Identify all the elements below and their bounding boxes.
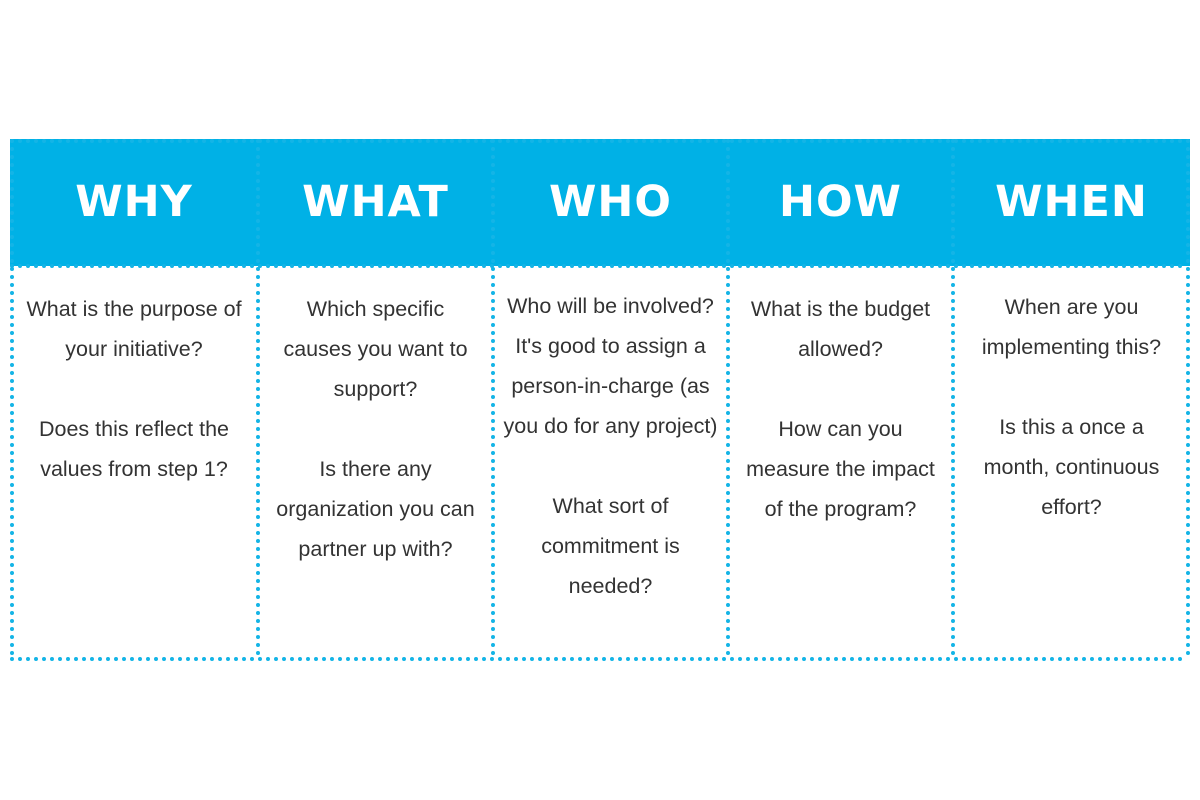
column-body: Who will be involved? It's good to assig… [499, 286, 722, 606]
column-body: What is the budget allowed? How can you … [736, 289, 945, 529]
column-who: WHO Who will be involved? It's good to a… [493, 139, 728, 661]
column-title: WHY [75, 177, 193, 227]
planning-table: WHY What is the purpose of your initiati… [10, 139, 1190, 661]
header-band [10, 139, 1190, 266]
column-body: Which specific causes you want to suppor… [272, 289, 479, 569]
question-text: Is there any organization you can partne… [276, 457, 475, 561]
column-title: WHO [549, 177, 672, 227]
column-title: WHEN [995, 177, 1148, 227]
question-text: Does this reflect the values from step 1… [38, 417, 229, 481]
dotted-grid-lines [10, 139, 1190, 661]
column-body: When are you implementing this? Is this … [967, 287, 1176, 527]
column-why: WHY What is the purpose of your initiati… [10, 139, 258, 661]
column-when: WHEN When are you implementing this? Is … [953, 139, 1190, 661]
column-title: WHAT [302, 177, 449, 227]
question-text: What is the budget allowed? [750, 297, 931, 361]
column-how: HOW What is the budget allowed? How can … [728, 139, 953, 661]
question-text: Which specific causes you want to suppor… [283, 297, 468, 401]
column-what: WHAT Which specific causes you want to s… [258, 139, 493, 661]
question-text: How can you measure the impact of the pr… [746, 417, 935, 521]
column-title: HOW [779, 177, 902, 227]
question-text: When are you implementing this? [981, 295, 1162, 359]
column-body: What is the purpose of your initiative? … [24, 289, 244, 489]
question-text: Who will be involved? It's good to assig… [503, 294, 718, 438]
question-text: What is the purpose of your initiative? [26, 297, 242, 361]
question-text: Is this a once a month, continuous effor… [983, 415, 1160, 519]
question-text: What sort of commitment is needed? [541, 494, 680, 598]
